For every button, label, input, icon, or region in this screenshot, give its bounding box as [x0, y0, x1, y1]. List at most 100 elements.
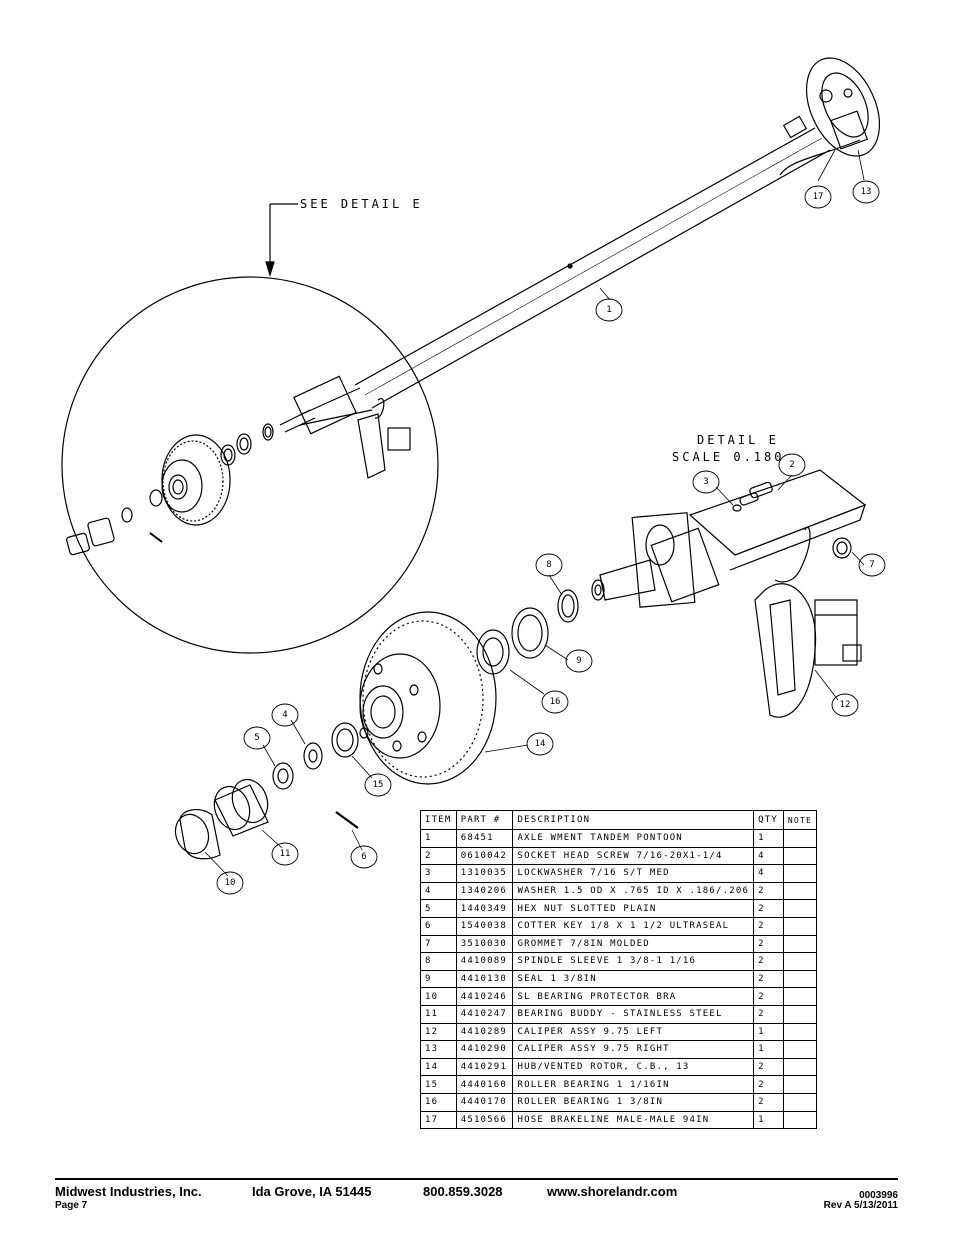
detail-leader	[265, 203, 298, 278]
balloon-4-label: 4	[282, 710, 287, 720]
balloon-1	[595, 298, 623, 322]
footer-company: Midwest Industries, Inc.	[55, 1184, 202, 1199]
cell-part: 1440349	[455, 899, 514, 918]
cell-qty: 2	[753, 934, 784, 954]
balloon-12-label: 12	[840, 700, 851, 710]
detail-bearings	[476, 589, 579, 675]
left-rotor	[66, 434, 231, 556]
cell-desc: COTTER KEY 1/8 X 1 1/2 ULTRASEAL	[512, 916, 755, 936]
balloon-16	[541, 690, 569, 714]
cell-desc: SPINDLE SLEEVE 1 3/8-1 1/16	[512, 952, 755, 971]
cell-note	[782, 952, 818, 971]
header-qty: QTY	[753, 810, 784, 830]
cell-qty: 1	[753, 1040, 784, 1059]
cell-item: 6	[420, 916, 457, 936]
cell-desc: ROLLER BEARING 1 1/16IN	[512, 1075, 755, 1094]
cell-desc: ROLLER BEARING 1 3/8IN	[512, 1092, 755, 1112]
cell-qty: 4	[753, 864, 784, 883]
cell-qty: 1	[753, 1022, 784, 1042]
balloon-9-label: 9	[576, 656, 581, 666]
balloon-15-label: 15	[373, 780, 384, 790]
cell-item: 8	[420, 952, 457, 971]
balloon-5	[243, 726, 271, 750]
balloon-4	[271, 703, 299, 727]
cell-note	[782, 1004, 818, 1024]
cell-desc: CALIPER ASSY 9.75 LEFT	[512, 1022, 755, 1042]
cell-part: 4410289	[455, 1022, 514, 1042]
balloon-8	[535, 553, 563, 577]
cell-qty: 2	[753, 987, 784, 1006]
cell-part: 0610042	[455, 846, 514, 866]
cell-item: 5	[420, 899, 457, 918]
cell-part: 4410089	[455, 952, 514, 971]
balloon-10	[216, 871, 244, 895]
balloon-3	[692, 470, 720, 494]
cell-qty: 2	[753, 1057, 784, 1077]
detail-caliper	[754, 583, 862, 718]
cell-desc: WASHER 1.5 OD X .765 ID X .186/.206	[512, 881, 755, 901]
cell-desc: BEARING BUDDY - STAINLESS STEEL	[512, 1004, 755, 1024]
cell-qty: 1	[753, 1110, 784, 1130]
cell-qty: 2	[753, 881, 784, 901]
balloon-7-label: 7	[869, 560, 874, 570]
cell-note	[782, 846, 818, 866]
cell-item: 7	[420, 934, 457, 954]
cell-qty: 4	[753, 846, 784, 866]
cell-note	[782, 1022, 818, 1042]
footer-revision: Rev A 5/13/2011	[823, 1200, 898, 1211]
cell-qty: 2	[753, 916, 784, 936]
cell-note	[782, 899, 818, 918]
header-description: DESCRIPTION	[512, 810, 755, 830]
cell-desc: LOCKWASHER 7/16 S/T MED	[512, 864, 755, 883]
cell-desc: SOCKET HEAD SCREW 7/16-20X1-1/4	[512, 846, 755, 866]
balloon-11	[271, 842, 299, 866]
cell-item: 16	[420, 1092, 457, 1112]
page-footer: Midwest Industries, Inc. Ida Grove, IA 5…	[55, 1178, 898, 1211]
cell-note	[782, 969, 818, 989]
cell-qty: 2	[753, 952, 784, 971]
cell-part: 3510030	[455, 934, 514, 954]
cell-part: 4410291	[455, 1057, 514, 1077]
cell-item: 2	[420, 846, 457, 866]
cell-qty: 2	[753, 1075, 784, 1094]
cell-desc: SL BEARING PROTECTOR BRA	[512, 987, 755, 1006]
footer-website[interactable]: www.shorelandr.com	[547, 1184, 678, 1199]
cell-note	[782, 864, 818, 883]
cell-item: 4	[420, 881, 457, 901]
cell-desc: HUB/VENTED ROTOR, C.B., 13	[512, 1057, 755, 1077]
cell-part: 4410247	[455, 1004, 514, 1024]
cell-desc: CALIPER ASSY 9.75 RIGHT	[512, 1040, 755, 1059]
balloon-6	[350, 845, 378, 869]
cell-item: 9	[420, 969, 457, 989]
cell-part: 4410246	[455, 987, 514, 1006]
left-spindle-assembly	[220, 375, 411, 479]
cell-part: 4440170	[455, 1092, 514, 1112]
detail-scale: SCALE 0.180	[672, 450, 784, 464]
cell-qty: 2	[753, 1004, 784, 1024]
detail-spindle-bracket	[591, 469, 867, 608]
cell-part: 4410290	[455, 1040, 514, 1059]
cell-desc: HEX NUT SLOTTED PLAIN	[512, 899, 755, 918]
balloon-2-label: 2	[789, 460, 794, 470]
cell-qty: 2	[753, 969, 784, 989]
cell-item: 1	[420, 829, 457, 848]
cell-note	[782, 987, 818, 1006]
header-item: ITEM	[420, 810, 457, 830]
cell-note	[782, 1040, 818, 1059]
balloon-13	[852, 180, 880, 204]
cell-qty: 2	[753, 899, 784, 918]
cell-note	[782, 881, 818, 901]
cell-item: 3	[420, 864, 457, 883]
balloon-17-label: 17	[813, 192, 824, 202]
